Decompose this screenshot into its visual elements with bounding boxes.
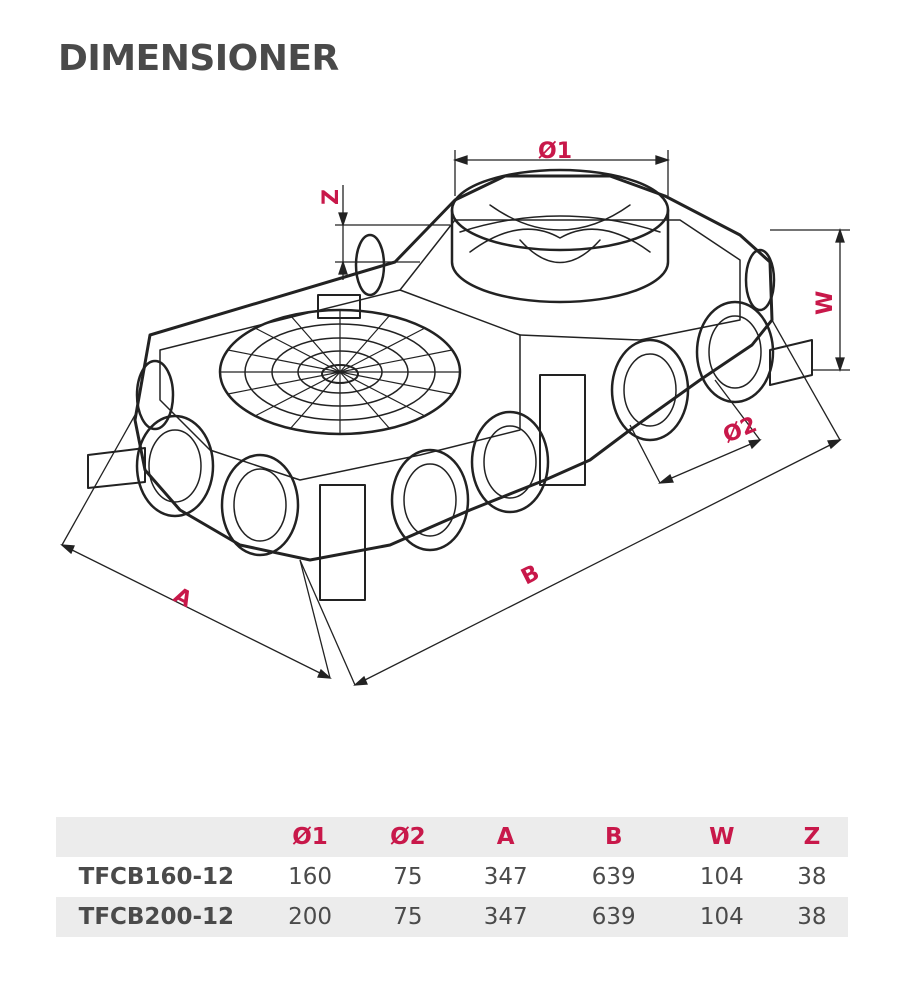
column-header: Ø1 bbox=[292, 824, 328, 850]
front-outlets bbox=[135, 233, 776, 557]
table-cell: 75 bbox=[393, 864, 423, 890]
column-header: Ø2 bbox=[390, 824, 426, 850]
table-cell: 160 bbox=[288, 864, 332, 890]
table-cell: 104 bbox=[699, 864, 744, 890]
column-header: B bbox=[604, 824, 623, 850]
mounting-brackets bbox=[87, 294, 813, 601]
product-dimension-drawing: Ø1 Z W Ø2 A B bbox=[60, 139, 850, 686]
model-name: TFCB200-12 bbox=[78, 904, 234, 930]
dimension-label-z: Z bbox=[319, 189, 344, 205]
table-cell: 639 bbox=[591, 864, 636, 890]
table-header-row: Ø1 Ø2 A B W Z bbox=[56, 817, 848, 857]
table-cell: 639 bbox=[591, 904, 636, 930]
column-header: W bbox=[709, 824, 735, 850]
dimension-label-b: B bbox=[517, 560, 543, 590]
dimension-label-a: A bbox=[169, 583, 196, 613]
dimension-table: Ø1 Ø2 A B W Z TFCB160-12 160 75 347 639 … bbox=[56, 817, 848, 937]
table-row: TFCB160-12 160 75 347 639 104 38 bbox=[56, 857, 848, 897]
table-cell: 347 bbox=[483, 904, 528, 930]
page-title: DIMENSIONER bbox=[58, 38, 339, 79]
table-row: TFCB200-12 200 75 347 639 104 38 bbox=[56, 897, 848, 937]
dimension-label-d1: Ø1 bbox=[538, 139, 572, 164]
manifold-body-outline bbox=[133, 174, 774, 562]
header-blank-cell bbox=[56, 817, 256, 857]
table-cell: 38 bbox=[797, 904, 827, 930]
table-cell: 200 bbox=[288, 904, 332, 930]
table-cell: 38 bbox=[797, 864, 827, 890]
column-header: A bbox=[496, 824, 515, 850]
model-name: TFCB160-12 bbox=[78, 864, 234, 890]
table-cell: 104 bbox=[699, 904, 744, 930]
dimension-label-w: W bbox=[813, 291, 838, 315]
table-cell: 347 bbox=[483, 864, 528, 890]
table-cell: 75 bbox=[393, 904, 423, 930]
column-header: Z bbox=[803, 824, 821, 850]
